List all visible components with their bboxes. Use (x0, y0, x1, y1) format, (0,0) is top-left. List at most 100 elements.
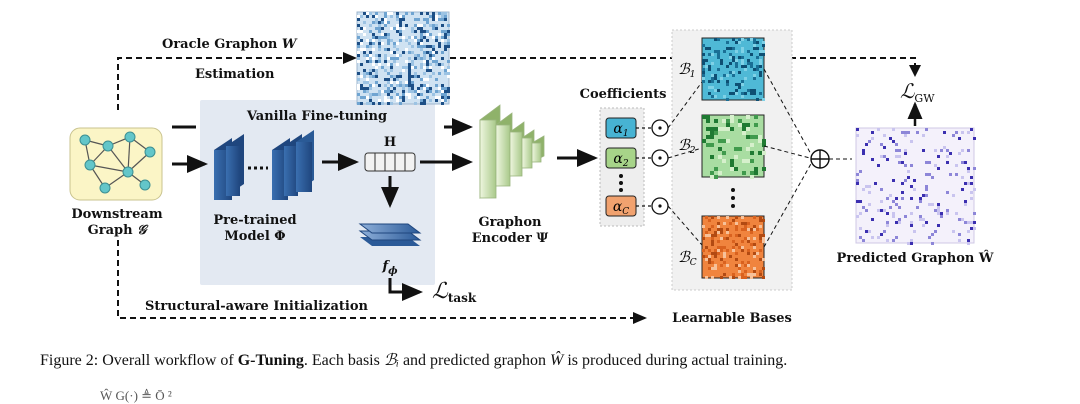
matrix-cell (438, 18, 441, 21)
matrix-cell (910, 242, 913, 245)
matrix-cell (399, 15, 402, 18)
b2-label: ℬ2 (678, 136, 696, 156)
matrix-cell (754, 171, 758, 175)
matrix-cell (714, 89, 717, 92)
matrix-cell (753, 68, 756, 71)
matrix-cell (720, 237, 723, 240)
matrix-cell (396, 63, 399, 66)
matrix-cell (868, 230, 871, 233)
matrix-cell (859, 227, 862, 230)
matrix-cell (384, 96, 387, 99)
matrix-cell (435, 78, 438, 81)
matrix-cell (363, 69, 366, 72)
matrix-cell (711, 86, 714, 89)
matrix-cell (705, 47, 708, 50)
matrix-cell (742, 171, 746, 175)
matrix-cell (895, 197, 898, 200)
matrix-cell (423, 60, 426, 63)
matrix-cell (405, 24, 408, 27)
pretrained-label-2: Model Φ (224, 229, 285, 244)
matrix-cell (732, 240, 735, 243)
matrix-cell (408, 42, 411, 45)
matrix-cell (444, 36, 447, 39)
matrix-cell (426, 18, 429, 21)
matrix-cell (708, 65, 711, 68)
coefficients-label: Coefficients (580, 87, 667, 102)
matrix-cell (714, 127, 718, 131)
matrix-cell (414, 66, 417, 69)
matrix-cell (928, 203, 931, 206)
matrix-cell (967, 167, 970, 170)
matrix-cell (372, 84, 375, 87)
matrix-cell (735, 50, 738, 53)
matrix-cell (702, 249, 705, 252)
matrix-cell (730, 127, 734, 131)
matrix-cell (396, 84, 399, 87)
matrix-cell (375, 66, 378, 69)
matrix-cell (387, 90, 390, 93)
matrix-cell (381, 27, 384, 30)
matrix-cell (378, 36, 381, 39)
matrix-cell (750, 175, 754, 179)
matrix-cell (729, 255, 732, 258)
matrix-cell (444, 96, 447, 99)
matrix-cell (859, 200, 862, 203)
matrix-cell (910, 185, 913, 188)
matrix-cell (432, 51, 435, 54)
matrix-cell (720, 77, 723, 80)
matrix-cell (420, 42, 423, 45)
matrix-cell (862, 206, 865, 209)
matrix-cell (970, 176, 973, 179)
matrix-cell (711, 225, 714, 228)
matrix-cell (414, 75, 417, 78)
b1-label: ℬ1 (678, 60, 696, 80)
matrix-cell (949, 173, 952, 176)
matrix-cell (726, 228, 729, 231)
matrix-cell (937, 209, 940, 212)
matrix-cell (732, 92, 735, 95)
matrix-cell (753, 225, 756, 228)
matrix-cell (723, 95, 726, 98)
matrix-cell (750, 171, 754, 175)
matrix-cell (375, 75, 378, 78)
matrix-cell (931, 242, 934, 245)
matrix-cell (753, 216, 756, 219)
matrix-cell (937, 206, 940, 209)
matrix-cell (375, 69, 378, 72)
matrix-cell (750, 89, 753, 92)
matrix-cell (759, 240, 762, 243)
matrix-cell (411, 66, 414, 69)
matrix-cell (429, 63, 432, 66)
matrix-cell (720, 264, 723, 267)
matrix-cell (741, 273, 744, 276)
predicted-label: Predicted Graphon Ŵ (837, 250, 994, 266)
matrix-cell (714, 167, 718, 171)
matrix-cell (378, 102, 381, 105)
matrix-cell (408, 93, 411, 96)
matrix-cell (901, 131, 904, 134)
matrix-cell (402, 99, 405, 102)
matrix-cell (381, 66, 384, 69)
matrix-cell (363, 96, 366, 99)
matrix-cell (762, 167, 766, 171)
matrix-cell (420, 36, 423, 39)
matrix-cell (958, 218, 961, 221)
matrix-cell (735, 225, 738, 228)
matrix-cell (390, 90, 393, 93)
matrix-cell (417, 42, 420, 45)
matrix-cell (366, 102, 369, 105)
matrix-cell (753, 243, 756, 246)
matrix-cell (868, 203, 871, 206)
matrix-cell (435, 99, 438, 102)
matrix-cell (405, 66, 408, 69)
matrix-cell (708, 80, 711, 83)
ltask-label: ℒtask (432, 279, 477, 305)
matrix-cell (973, 212, 976, 215)
downstream-graph-box (69, 127, 163, 201)
matrix-cell (702, 237, 705, 240)
matrix-cell (967, 149, 970, 152)
matrix-cell (441, 24, 444, 27)
matrix-cell (741, 246, 744, 249)
matrix-cell (919, 218, 922, 221)
matrix-cell (717, 246, 720, 249)
